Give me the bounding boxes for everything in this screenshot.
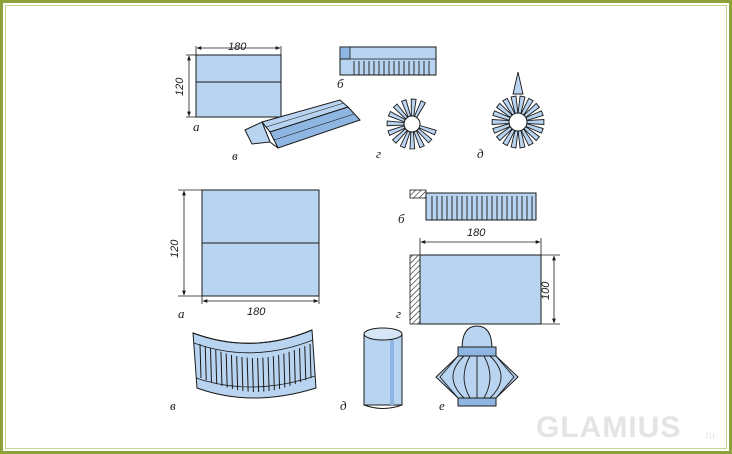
bottom-lantern-e: [435, 325, 519, 407]
bottom-dim-g-height: 100: [540, 281, 552, 300]
fringe-cut: [304, 346, 307, 381]
bottom-label-e: е: [439, 398, 445, 413]
top-label-a: а: [193, 119, 200, 134]
rosette-center: [508, 112, 528, 132]
fringe-cut: [204, 346, 207, 381]
bottom-label-v: в: [170, 398, 176, 413]
lantern-rib: [452, 355, 465, 399]
lantern-rib: [439, 355, 459, 399]
bottom-dim-g-width: 180: [467, 227, 486, 239]
bottom-label-d: д: [340, 398, 347, 413]
top-label-d: д: [477, 146, 484, 161]
bottom-dim-height: 120: [169, 239, 181, 258]
top-rosette-d: [491, 71, 545, 149]
top-fringe-strip-b: [339, 46, 437, 76]
watermark-suffix: .ru: [703, 430, 715, 441]
bottom-sheet-a: [178, 189, 320, 304]
rosette-petal: [386, 120, 405, 127]
bottom-label-b: б: [398, 211, 405, 226]
watermark-text: GLAMIUS: [536, 411, 681, 444]
bottom-fringe-strip-b: [409, 189, 537, 221]
lantern-rib: [463, 355, 471, 399]
fringe-cut: [251, 357, 254, 392]
fringe-cut: [220, 351, 223, 386]
fringe-cut: [246, 357, 249, 392]
fringe-cut: [267, 357, 270, 392]
fringe-cut: [278, 354, 281, 389]
top-label-b: б: [337, 76, 344, 91]
fringe-cut: [309, 343, 312, 379]
fringe-cut: [209, 348, 212, 383]
bottom-label-g: г: [396, 306, 401, 321]
fringe-cut: [215, 350, 218, 385]
fringe-cut: [299, 348, 302, 383]
rosette-petal: [491, 119, 510, 125]
fringe-cut: [241, 357, 244, 392]
fringe-cut: [199, 343, 202, 379]
lantern-rib: [495, 355, 515, 399]
bottom-sheet-g: [409, 238, 560, 325]
bottom-cylinder-d: [363, 327, 403, 409]
lantern-rib: [483, 355, 491, 399]
top-sheet-a: [186, 46, 282, 118]
rosette-petal: [526, 119, 545, 125]
top-rosette-g: [386, 98, 437, 150]
fringe-cut: [225, 353, 228, 388]
lantern-rib: [489, 355, 502, 399]
rosette-petal: [409, 131, 416, 150]
fringe-cut: [257, 357, 260, 392]
top-label-g: г: [376, 146, 381, 161]
fringe-cut: [230, 354, 233, 389]
bottom-label-a: а: [178, 306, 185, 321]
rosette-center: [403, 115, 421, 133]
top-dim-width: 180: [228, 41, 247, 53]
fringe-cut: [283, 353, 286, 388]
top-dim-height: 120: [174, 77, 186, 96]
fringe-cut: [272, 356, 275, 391]
fringe-cut: [262, 357, 265, 392]
bottom-curved-sheet-v: [192, 329, 317, 399]
bottom-dim-width: 180: [247, 306, 266, 318]
fringe-cut: [288, 351, 291, 386]
top-folded-strip-v: [244, 99, 361, 149]
top-label-v: в: [232, 148, 238, 163]
fringe-cut: [236, 356, 239, 391]
fringe-cut: [293, 350, 296, 385]
rosette-petal: [413, 100, 427, 119]
